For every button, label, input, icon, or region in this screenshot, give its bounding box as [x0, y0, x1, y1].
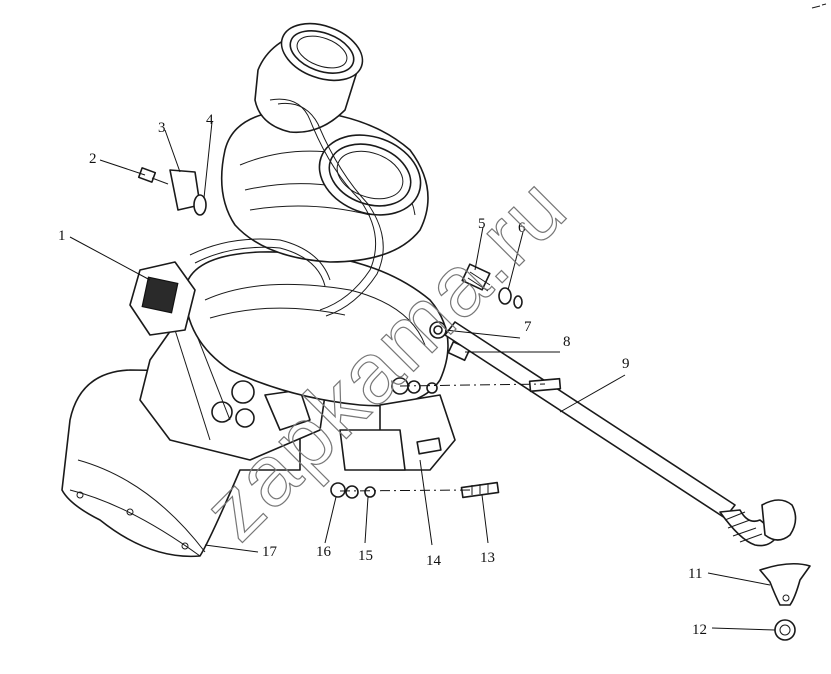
callout-5: 5 [478, 216, 486, 232]
callout-11: 11 [688, 566, 702, 582]
callout-14: 14 [426, 553, 442, 569]
leader-6 [507, 231, 524, 291]
washer-6 [498, 287, 523, 309]
coolant-tubes [189, 98, 384, 317]
washer-15 [364, 486, 376, 498]
leader-2 [99, 159, 146, 176]
leader-4 [203, 121, 213, 199]
fitting-5 [461, 263, 491, 292]
callout-8: 8 [563, 334, 571, 350]
turbine-housing [184, 251, 456, 471]
callout-15: 15 [358, 548, 373, 564]
flange-11 [759, 562, 811, 606]
leader-9 [559, 374, 626, 413]
leader-15 [364, 496, 369, 544]
leader-11 [707, 572, 771, 586]
nut-16 [330, 482, 359, 499]
callout-12: 12 [692, 622, 707, 638]
leader-16 [324, 496, 337, 544]
corner-mark [811, 3, 827, 9]
callout-17: 17 [262, 544, 278, 560]
oil-pipe-9 [444, 321, 797, 547]
callout-13: 13 [480, 550, 495, 566]
leader-14 [419, 459, 433, 546]
callout-4: 4 [206, 112, 214, 128]
callout-1: 1 [58, 228, 66, 244]
compressor-inlet-elbow [254, 22, 364, 134]
leader-13 [481, 494, 489, 544]
leader-12 [711, 627, 776, 631]
leader-17 [204, 544, 259, 553]
callout-labels: 1 2 3 4 5 6 7 8 9 11 12 13 14 15 16 17 [58, 112, 707, 638]
callout-6: 6 [518, 220, 526, 236]
callout-7: 7 [524, 319, 532, 335]
callout-16: 16 [316, 544, 332, 560]
leader-3 [164, 129, 181, 173]
callout-3: 3 [158, 120, 166, 136]
nut-12 [774, 619, 796, 641]
leader-1 [69, 236, 151, 281]
gasket-4 [193, 194, 207, 216]
callout-2: 2 [89, 151, 97, 167]
bolt-2 [137, 167, 169, 185]
axis-line-upper [399, 383, 546, 387]
callout-9: 9 [622, 356, 630, 372]
wastegate-actuator [129, 261, 196, 336]
compressor-outlet-ring [318, 134, 422, 216]
stud-13 [460, 481, 500, 499]
callout-leaders [69, 121, 776, 631]
leader-7 [444, 329, 521, 339]
upper-stud-nuts [391, 377, 562, 455]
axis-line-lower [339, 489, 471, 492]
leader-5 [474, 226, 484, 271]
